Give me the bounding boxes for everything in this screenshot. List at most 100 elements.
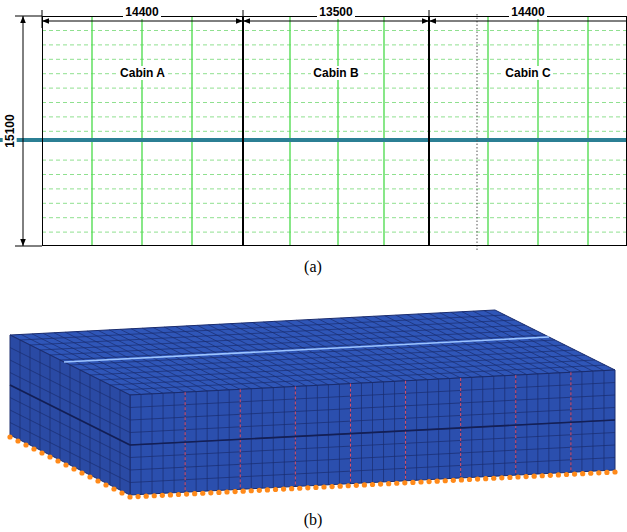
mesh-line <box>100 355 585 380</box>
boundary-constraint <box>265 487 270 492</box>
boundary-constraint <box>289 486 294 491</box>
mesh-line <box>30 320 515 345</box>
boundary-constraint <box>111 486 116 491</box>
boundary-constraint <box>572 471 577 476</box>
dimension-text: 15100 <box>3 112 17 149</box>
girder-line <box>64 337 549 362</box>
boundary-constraint <box>370 482 375 487</box>
boundary-constraint <box>208 490 213 495</box>
boundary-constraint <box>548 473 553 478</box>
subfigure-label: (b) <box>304 511 323 529</box>
frame-line <box>191 16 192 246</box>
boundary-constraint <box>507 475 512 480</box>
boundary-constraint <box>176 492 181 497</box>
frame-line <box>91 16 92 246</box>
frame-line <box>337 16 338 246</box>
stiffener-line <box>42 217 627 218</box>
stiffener-line <box>42 59 627 60</box>
boundary-constraint <box>79 470 84 475</box>
boundary-constraint <box>435 479 440 484</box>
boundary-constraint <box>63 462 68 467</box>
boundary-constraint <box>297 486 302 491</box>
boundary-constraint <box>540 473 545 478</box>
boundary-constraint <box>604 470 609 475</box>
mesh-line <box>10 410 130 470</box>
cabin-region: Cabin A <box>42 16 243 246</box>
mesh-grid <box>7 311 617 500</box>
boundary-constraint <box>451 478 456 483</box>
boundary-constraint <box>556 472 561 477</box>
boundary-constraint <box>257 488 262 493</box>
boundary-constraint <box>426 479 431 484</box>
boundary-constraint <box>31 446 36 451</box>
section-line <box>477 14 478 252</box>
stiffener-line <box>42 160 627 161</box>
mesh-line <box>130 383 615 408</box>
stiffener-line <box>42 102 627 103</box>
mesh-line <box>40 325 525 350</box>
boundary-constraint <box>127 494 132 499</box>
dimension-line <box>42 21 243 22</box>
boundary-constraint <box>87 474 92 479</box>
boundary-constraint <box>71 466 76 471</box>
boundary-constraint <box>338 484 343 489</box>
boundary-constraint <box>467 477 472 482</box>
mesh-line <box>130 395 615 420</box>
frame-line <box>537 16 538 246</box>
frame-line <box>383 16 384 246</box>
deck-line <box>10 385 130 445</box>
boundary-constraint <box>596 470 601 475</box>
dimension-line <box>243 21 429 22</box>
boundary-constraint <box>612 469 617 474</box>
mesh-line <box>130 458 615 483</box>
boundary-constraint <box>200 491 205 496</box>
boundary-constraint <box>580 471 585 476</box>
boundary-constraint <box>402 480 407 485</box>
boundary-constraint <box>224 489 229 494</box>
boundary-constraint <box>273 487 278 492</box>
dimension-line <box>429 21 627 22</box>
plan-grid <box>42 16 627 246</box>
mesh-line <box>10 373 130 433</box>
boundary-constraint <box>135 494 140 499</box>
stiffener-line <box>42 44 627 45</box>
boundary-constraint <box>241 489 246 494</box>
mesh-line <box>10 348 130 408</box>
mesh-line <box>10 385 130 445</box>
cabin-label: Cabin A <box>118 66 167 80</box>
mesh-line <box>20 315 505 340</box>
boundary-constraint <box>313 485 318 490</box>
boundary-constraint <box>532 474 537 479</box>
boundary-constraint <box>346 483 351 488</box>
boundary-constraint <box>483 476 488 481</box>
dimension-text: 14400 <box>509 5 546 19</box>
dimension-tick <box>15 16 42 17</box>
frame-line <box>289 16 290 246</box>
subfigure-label: (a) <box>304 258 322 276</box>
mesh-line <box>60 335 545 360</box>
stiffener-line <box>42 174 627 175</box>
stiffener-line <box>42 88 627 89</box>
boundary-constraint <box>55 458 60 463</box>
stiffener-line <box>42 131 627 132</box>
boundary-constraint <box>564 472 569 477</box>
boundary-constraint <box>443 478 448 483</box>
boundary-constraint <box>378 481 383 486</box>
boundary-constraint <box>410 480 415 485</box>
frame-line <box>487 16 488 246</box>
boundary-constraint <box>160 493 165 498</box>
boundary-constraint <box>305 485 310 490</box>
dimension-tick <box>15 246 42 247</box>
frame-line <box>587 16 588 246</box>
boundary-constraint <box>491 476 496 481</box>
boundary-constraint <box>15 438 20 443</box>
dimension-line <box>23 16 24 246</box>
boundary-constraint <box>184 491 189 496</box>
mesh-line <box>130 420 615 445</box>
boundary-constraint <box>103 482 108 487</box>
mesh-line <box>130 445 615 470</box>
boundary-constraint <box>95 478 100 483</box>
mesh-line <box>120 365 605 390</box>
boundary-constraint <box>394 481 399 486</box>
boundary-constraint <box>499 475 504 480</box>
